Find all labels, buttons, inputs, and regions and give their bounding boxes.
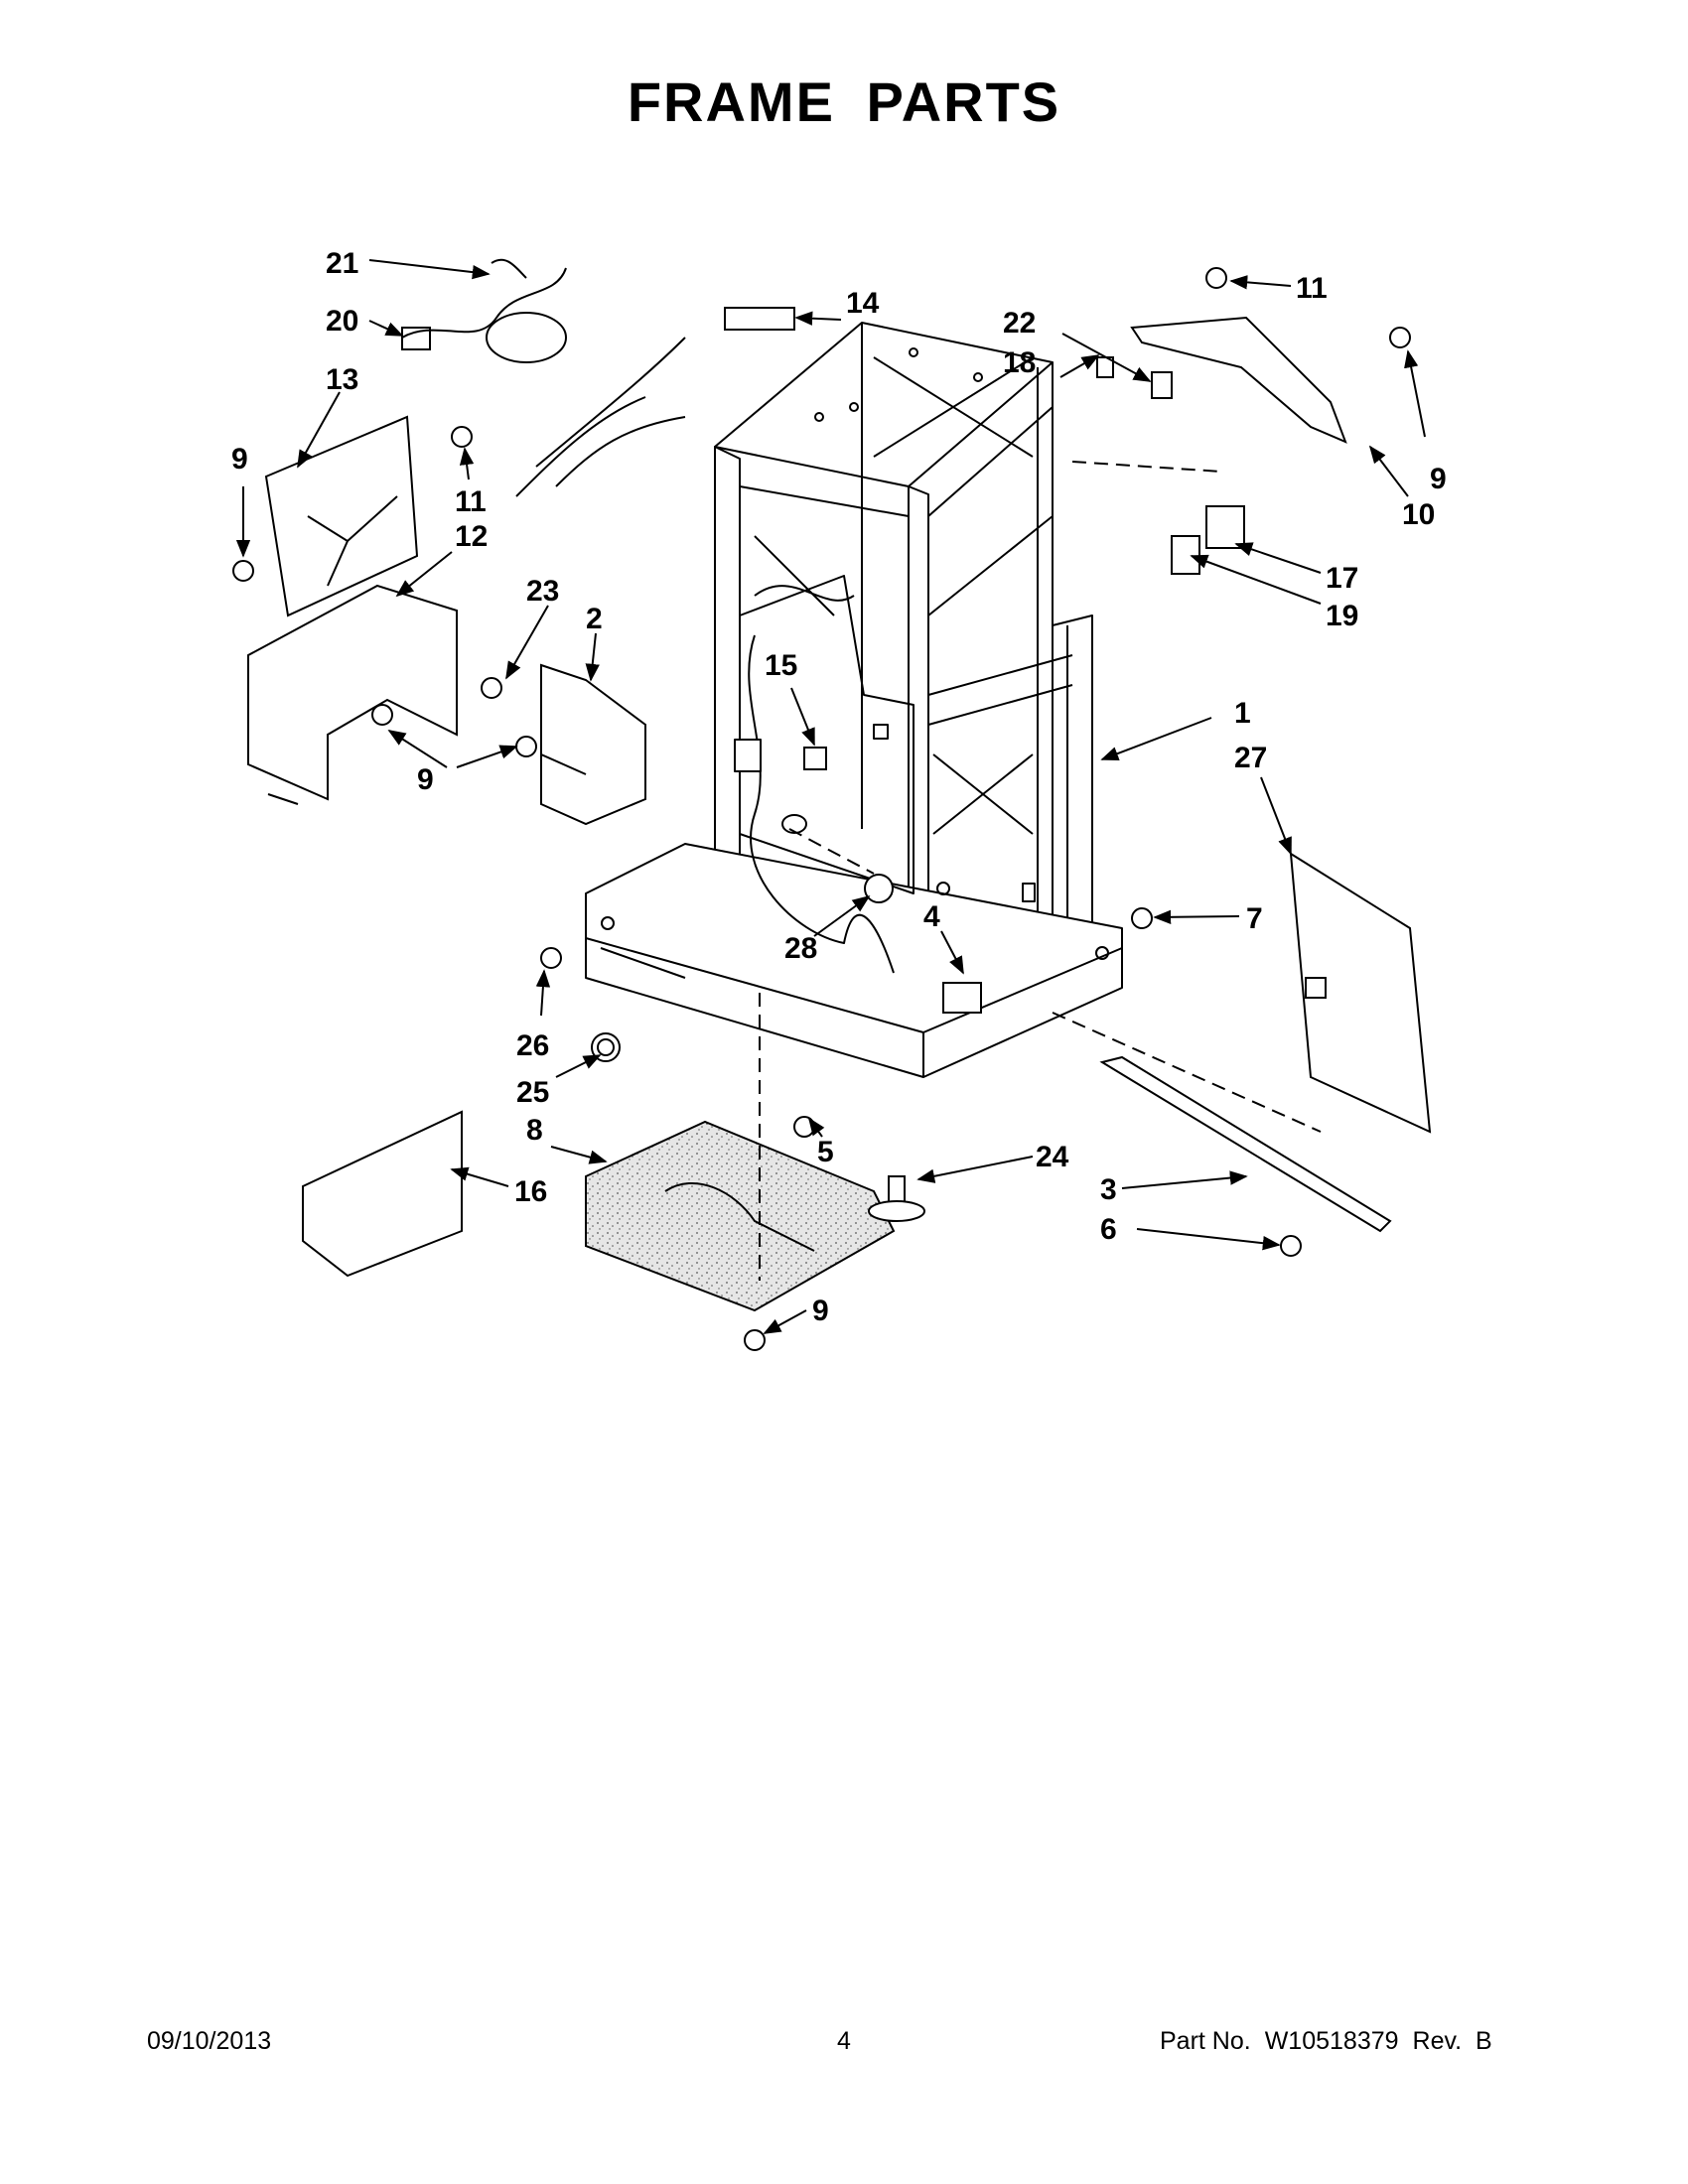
footer-page-number: 4 — [837, 2027, 851, 2055]
part-10-bracket — [1130, 316, 1347, 444]
callout-11: 11 — [455, 485, 487, 518]
callout-2: 2 — [586, 603, 603, 635]
part-16-panel — [302, 1110, 463, 1278]
callout-labels: 21 20 13 9 11 12 23 2 9 14 22 18 11 9 10… — [231, 247, 1447, 1327]
callout-20: 20 — [326, 305, 358, 338]
callout-9: 9 — [812, 1295, 829, 1327]
callout-25: 25 — [516, 1076, 549, 1109]
callout-4: 4 — [923, 900, 940, 933]
callout-28: 28 — [784, 932, 817, 965]
callout-17: 17 — [1326, 562, 1358, 595]
callout-9: 9 — [1430, 463, 1447, 495]
callout-9: 9 — [231, 443, 248, 476]
footer-date: 09/10/2013 — [147, 2027, 272, 2055]
footer-part-info: Part No. W10518379 Rev. B — [1160, 2027, 1492, 2056]
callout-12: 12 — [455, 520, 488, 553]
callout-22: 22 — [1003, 307, 1036, 340]
page-title: FRAME PARTS — [627, 70, 1061, 133]
callout-19: 19 — [1326, 600, 1358, 632]
callout-16: 16 — [514, 1175, 547, 1208]
part-3-rail — [1099, 1055, 1392, 1233]
callout-23: 23 — [526, 575, 559, 608]
footer-part-label: Part No. — [1160, 2027, 1251, 2055]
callout-26: 26 — [516, 1029, 549, 1062]
callout-13: 13 — [326, 363, 358, 396]
callout-24: 24 — [1036, 1141, 1069, 1173]
part-8-base-insulation — [585, 1120, 896, 1312]
wire-harness — [401, 258, 686, 497]
assembly-lines — [759, 461, 1322, 1281]
callout-3: 3 — [1100, 1173, 1117, 1206]
callout-6: 6 — [1100, 1213, 1117, 1246]
part-2-bracket — [540, 663, 646, 826]
callout-5: 5 — [817, 1136, 834, 1168]
callout-18: 18 — [1003, 346, 1036, 379]
callout-27: 27 — [1234, 742, 1267, 774]
footer-part-number: W10518379 — [1264, 2027, 1399, 2055]
callout-15: 15 — [765, 649, 797, 682]
part-17-switch — [1171, 505, 1245, 575]
callout-7: 7 — [1246, 902, 1263, 935]
callout-11: 11 — [1296, 272, 1328, 305]
part-27-panel — [1289, 852, 1432, 1134]
leader-lines — [235, 259, 1426, 1334]
callout-21: 21 — [326, 247, 358, 280]
footer-revision: Rev. B — [1412, 2027, 1492, 2055]
callout-1: 1 — [1234, 697, 1251, 730]
callout-10: 10 — [1402, 498, 1435, 531]
callout-9: 9 — [417, 763, 434, 796]
small-hardware — [232, 267, 1411, 1351]
callout-8: 8 — [526, 1114, 543, 1147]
cabinet-frame — [585, 322, 1123, 1078]
part-13-panel — [264, 415, 419, 617]
callout-14: 14 — [846, 287, 880, 320]
